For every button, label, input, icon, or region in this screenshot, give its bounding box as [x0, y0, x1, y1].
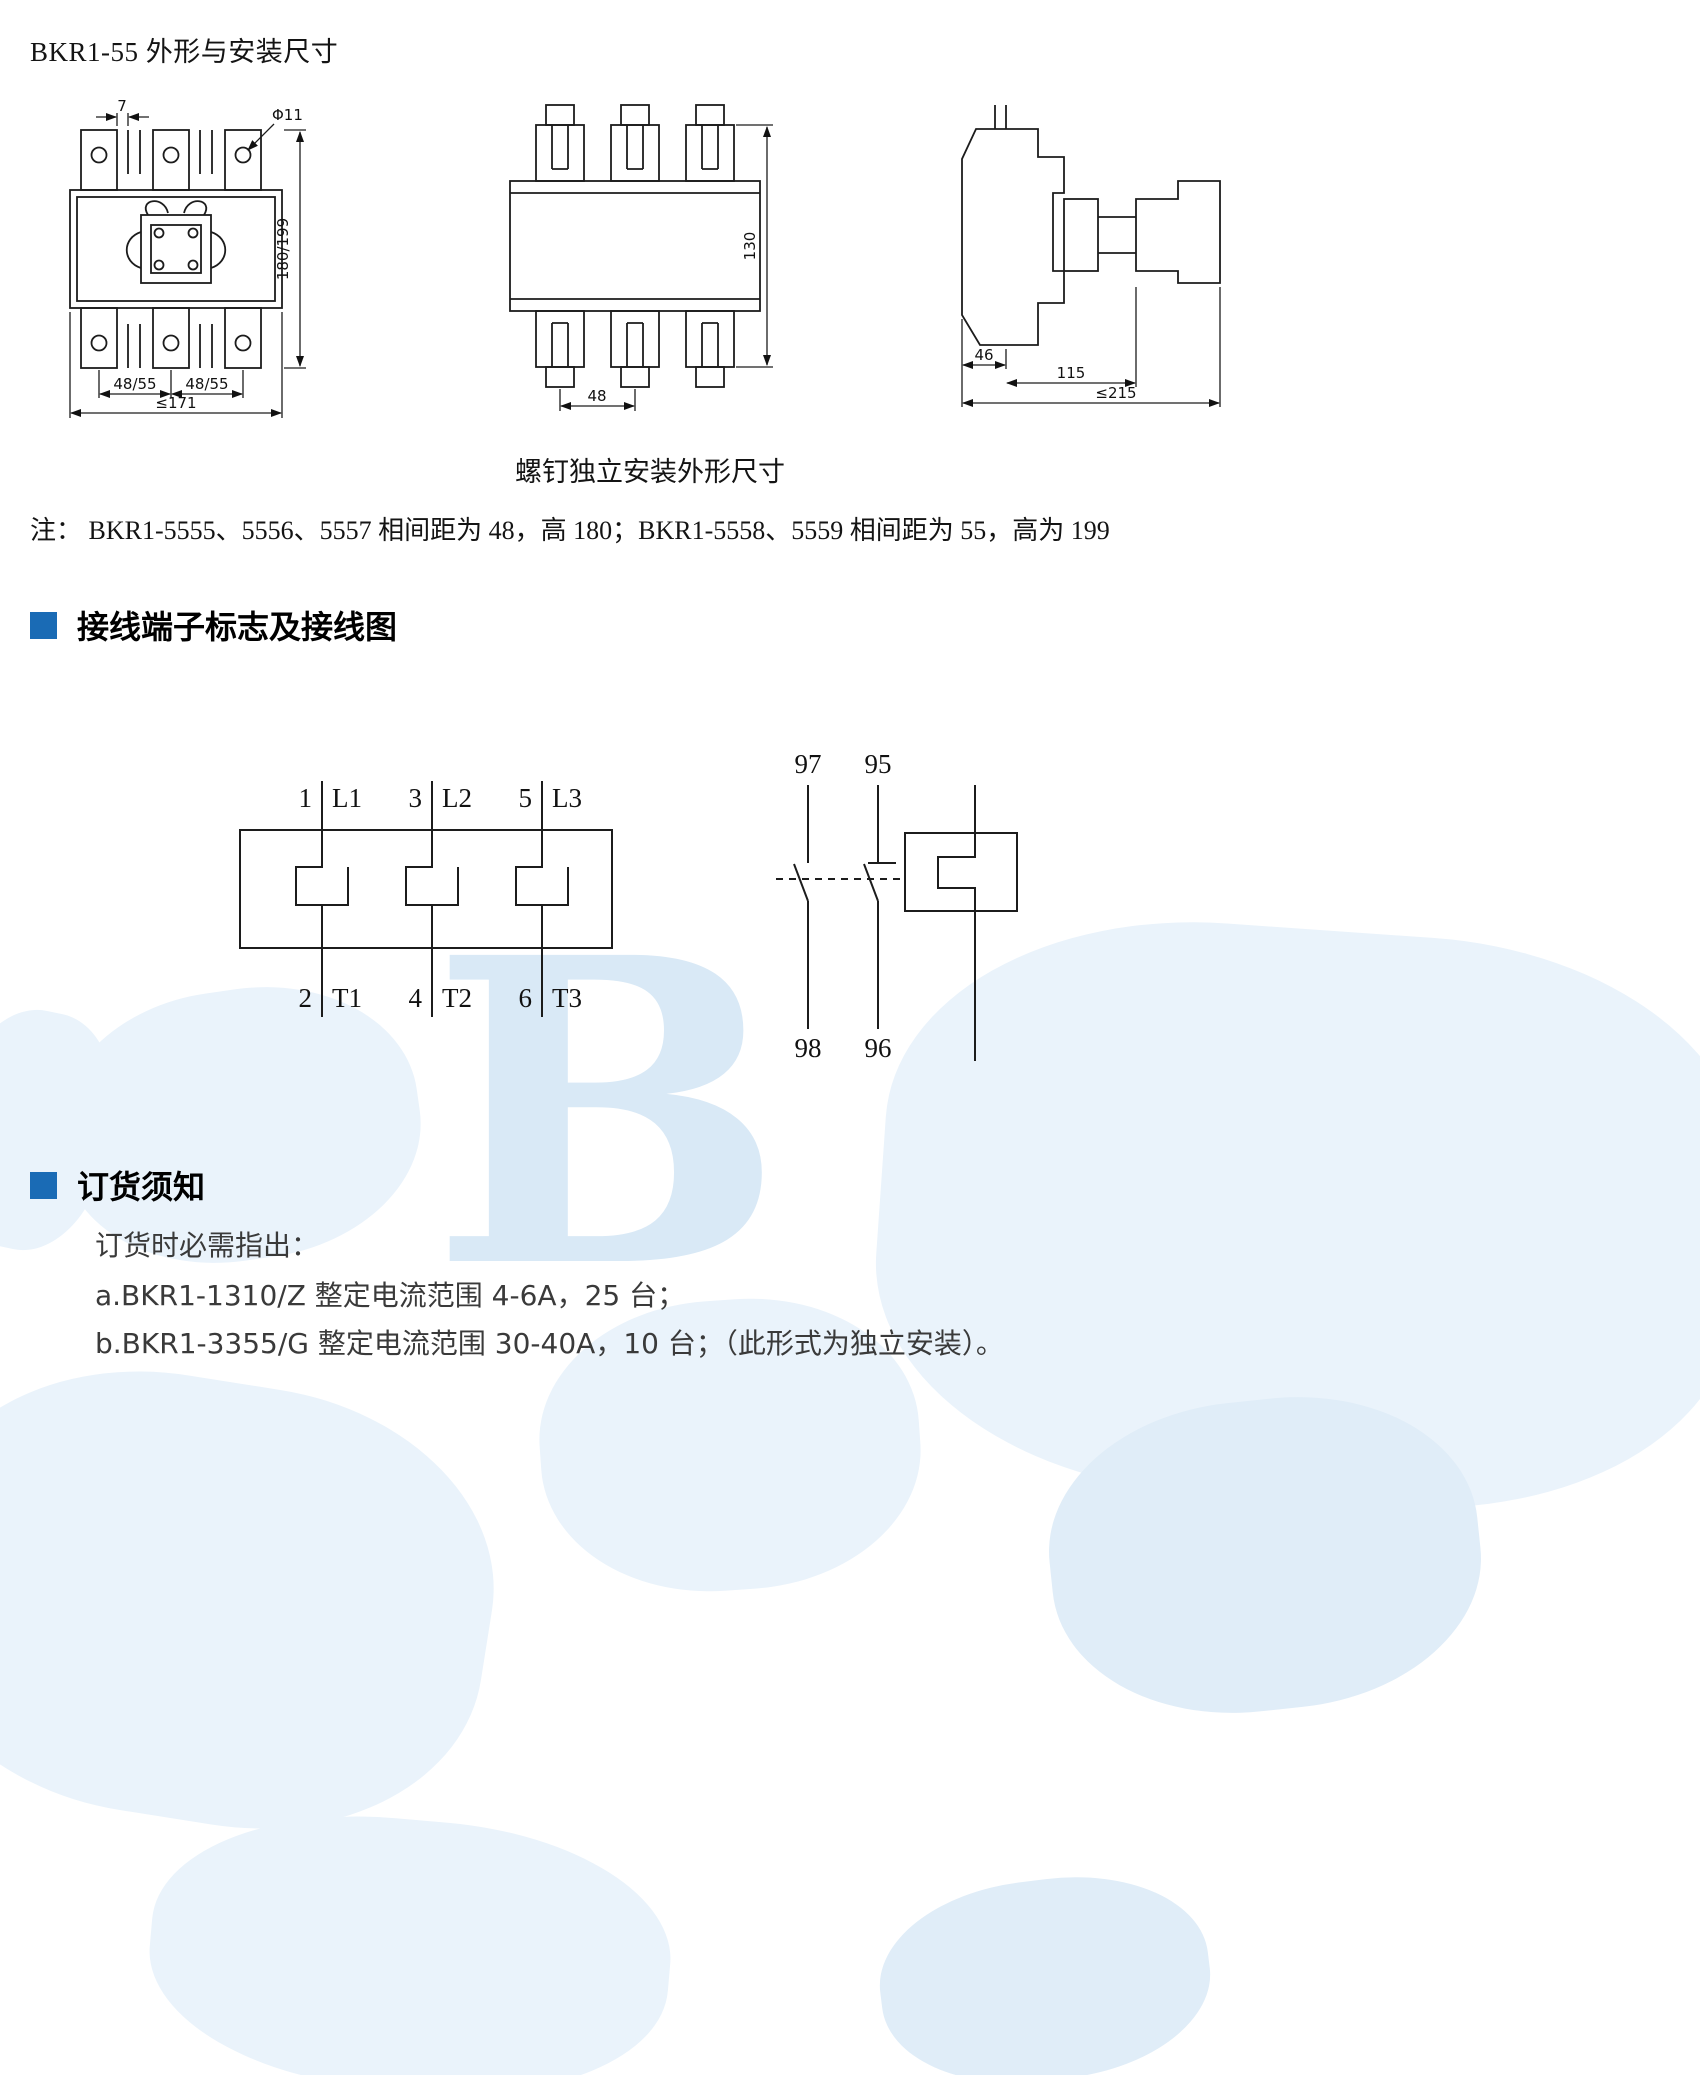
- section-title-wiring: 接线端子标志及接线图: [77, 608, 398, 646]
- wiring-diagram-labels: 1 L1 3 L2 5 L3 2 T1 4 T2 6 T3 97 95 98 9…: [299, 749, 892, 1063]
- terminal-num: 6: [519, 983, 533, 1013]
- map-blob: [0, 1337, 521, 1863]
- front-view-dimensions: 7 Φ11 180/199 48/55 48/55 ≤171: [69, 97, 306, 418]
- dim-label-hole: Φ11: [272, 106, 303, 124]
- dim-label-foot: 46: [974, 346, 993, 364]
- dim-label-width: ≤171: [155, 394, 196, 412]
- terminal-label: T3: [552, 983, 582, 1013]
- drawings-caption: 螺钉独立安装外形尺寸: [515, 457, 785, 487]
- section-header-ordering: 订货须知: [30, 1162, 205, 1208]
- terminal-label: L3: [552, 783, 582, 813]
- terminal-num: 3: [409, 783, 423, 813]
- dim-label-height: 130: [741, 232, 759, 261]
- aux-terminal-95: 95: [865, 749, 892, 779]
- wiring-diagram-geometry: [239, 781, 1018, 1061]
- section-header-wiring: 接线端子标志及接线图: [30, 602, 397, 648]
- section-marker-icon: [30, 611, 57, 639]
- terminal-num: 2: [299, 983, 313, 1013]
- note-text: 注： BKR1-5555、5556、5557 相间距为 48，高 180；BKR…: [30, 516, 1110, 545]
- page-title: BKR1-55 外形与安装尺寸: [30, 37, 339, 67]
- terminal-num: 4: [409, 983, 423, 1013]
- aux-terminal-96: 96: [865, 1033, 892, 1063]
- section-title-ordering: 订货须知: [77, 1168, 206, 1206]
- dim-label-slot: 7: [117, 97, 127, 115]
- front-view-drawing: 7 Φ11 180/199 48/55 48/55 ≤171: [69, 97, 306, 418]
- terminal-label: T1: [332, 983, 362, 1013]
- top-view-drawing: 130 48: [509, 104, 773, 411]
- dim-label-height: 180/199: [274, 218, 292, 280]
- top-view-geometry: [509, 104, 761, 388]
- aux-terminal-97: 97: [795, 749, 822, 779]
- terminal-label: T2: [442, 983, 472, 1013]
- terminal-num: 5: [519, 783, 533, 813]
- side-view-drawing: 46 115 ≤215: [961, 105, 1221, 407]
- terminal-num: 1: [299, 783, 313, 813]
- ordering-intro: 订货时必需指出：: [95, 1229, 320, 1262]
- dim-label-width: ≤215: [1095, 384, 1136, 402]
- terminal-label: L2: [442, 783, 472, 813]
- dim-label-pitch-right: 48/55: [185, 375, 228, 393]
- section-marker-icon: [30, 1171, 57, 1199]
- side-view-geometry: [961, 105, 1221, 346]
- ordering-item-b: b.BKR1-3355/G 整定电流范围 30-40A，10 台；（此形式为独立…: [95, 1327, 1004, 1360]
- watermark-letter: B: [430, 868, 785, 1361]
- terminal-label: L1: [332, 783, 362, 813]
- dim-label-pitch-left: 48/55: [113, 375, 156, 393]
- top-view-dimensions: 130 48: [559, 124, 773, 411]
- dim-label-pitch: 48: [587, 387, 606, 405]
- dim-label-depth: 115: [1057, 364, 1086, 382]
- map-blob: [869, 1860, 1221, 2075]
- front-view-geometry: [69, 129, 283, 369]
- ordering-item-a: a.BKR1-1310/Z 整定电流范围 4-6A，25 台；: [95, 1279, 686, 1312]
- wiring-diagram: 1 L1 3 L2 5 L3 2 T1 4 T2 6 T3 97 95 98 9…: [239, 749, 1018, 1063]
- side-view-dimensions: 46 115 ≤215: [961, 287, 1221, 407]
- aux-terminal-98: 98: [795, 1033, 822, 1063]
- map-blob: [139, 1797, 681, 2075]
